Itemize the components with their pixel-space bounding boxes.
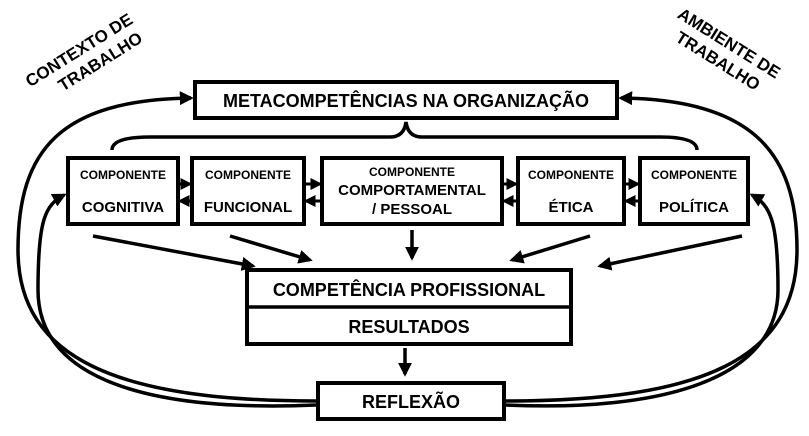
competencia-box: COMPETÊNCIA PROFISSIONAL RESULTADOS bbox=[245, 268, 573, 346]
environment-label: AMBIENTE DE TRABALHO bbox=[672, 4, 783, 94]
component-cognitiva-name: COGNITIVA bbox=[82, 199, 164, 216]
reflexao-box: REFLEXÃO bbox=[316, 381, 506, 421]
component-etica-name: ÉTICA bbox=[549, 199, 594, 216]
feedback-loops bbox=[16, 91, 799, 408]
brace bbox=[110, 121, 699, 151]
component-comportamental-name1: COMPORTAMENTAL bbox=[338, 182, 486, 199]
component-funcional-title: COMPONENTE bbox=[205, 168, 291, 182]
competencia-label: COMPETÊNCIA PROFISSIONAL bbox=[273, 279, 545, 300]
component-cognitiva-title: COMPONENTE bbox=[80, 168, 166, 182]
component-politica-name: POLÍTICA bbox=[659, 199, 729, 216]
component-funcional: COMPONENTE FUNCIONAL bbox=[190, 156, 306, 226]
component-links bbox=[177, 178, 641, 207]
component-etica-title: COMPONENTE bbox=[528, 168, 614, 182]
component-etica: COMPONENTE ÉTICA bbox=[516, 156, 626, 226]
context-label: CONTEXTO DE TRABALHO bbox=[22, 10, 146, 95]
metacompetencias-box: METACOMPETÊNCIAS NA ORGANIZAÇÃO bbox=[193, 80, 619, 120]
component-comportamental-title: COMPONENTE bbox=[369, 165, 455, 179]
component-funcional-name: FUNCIONAL bbox=[204, 199, 292, 216]
component-politica: COMPONENTE POLÍTICA bbox=[638, 156, 750, 226]
metacompetencias-label: METACOMPETÊNCIAS NA ORGANIZAÇÃO bbox=[223, 90, 589, 111]
reflexao-label: REFLEXÃO bbox=[362, 391, 460, 412]
component-comportamental-name2: / PESSOAL bbox=[372, 201, 452, 218]
component-cognitiva: COMPONENTE COGNITIVA bbox=[66, 156, 180, 226]
component-politica-title: COMPONENTE bbox=[651, 168, 737, 182]
resultados-label: RESULTADOS bbox=[348, 317, 469, 337]
component-comportamental: COMPONENTE COMPORTAMENTAL / PESSOAL bbox=[320, 156, 504, 226]
component-to-competence-arrows bbox=[92, 230, 743, 271]
